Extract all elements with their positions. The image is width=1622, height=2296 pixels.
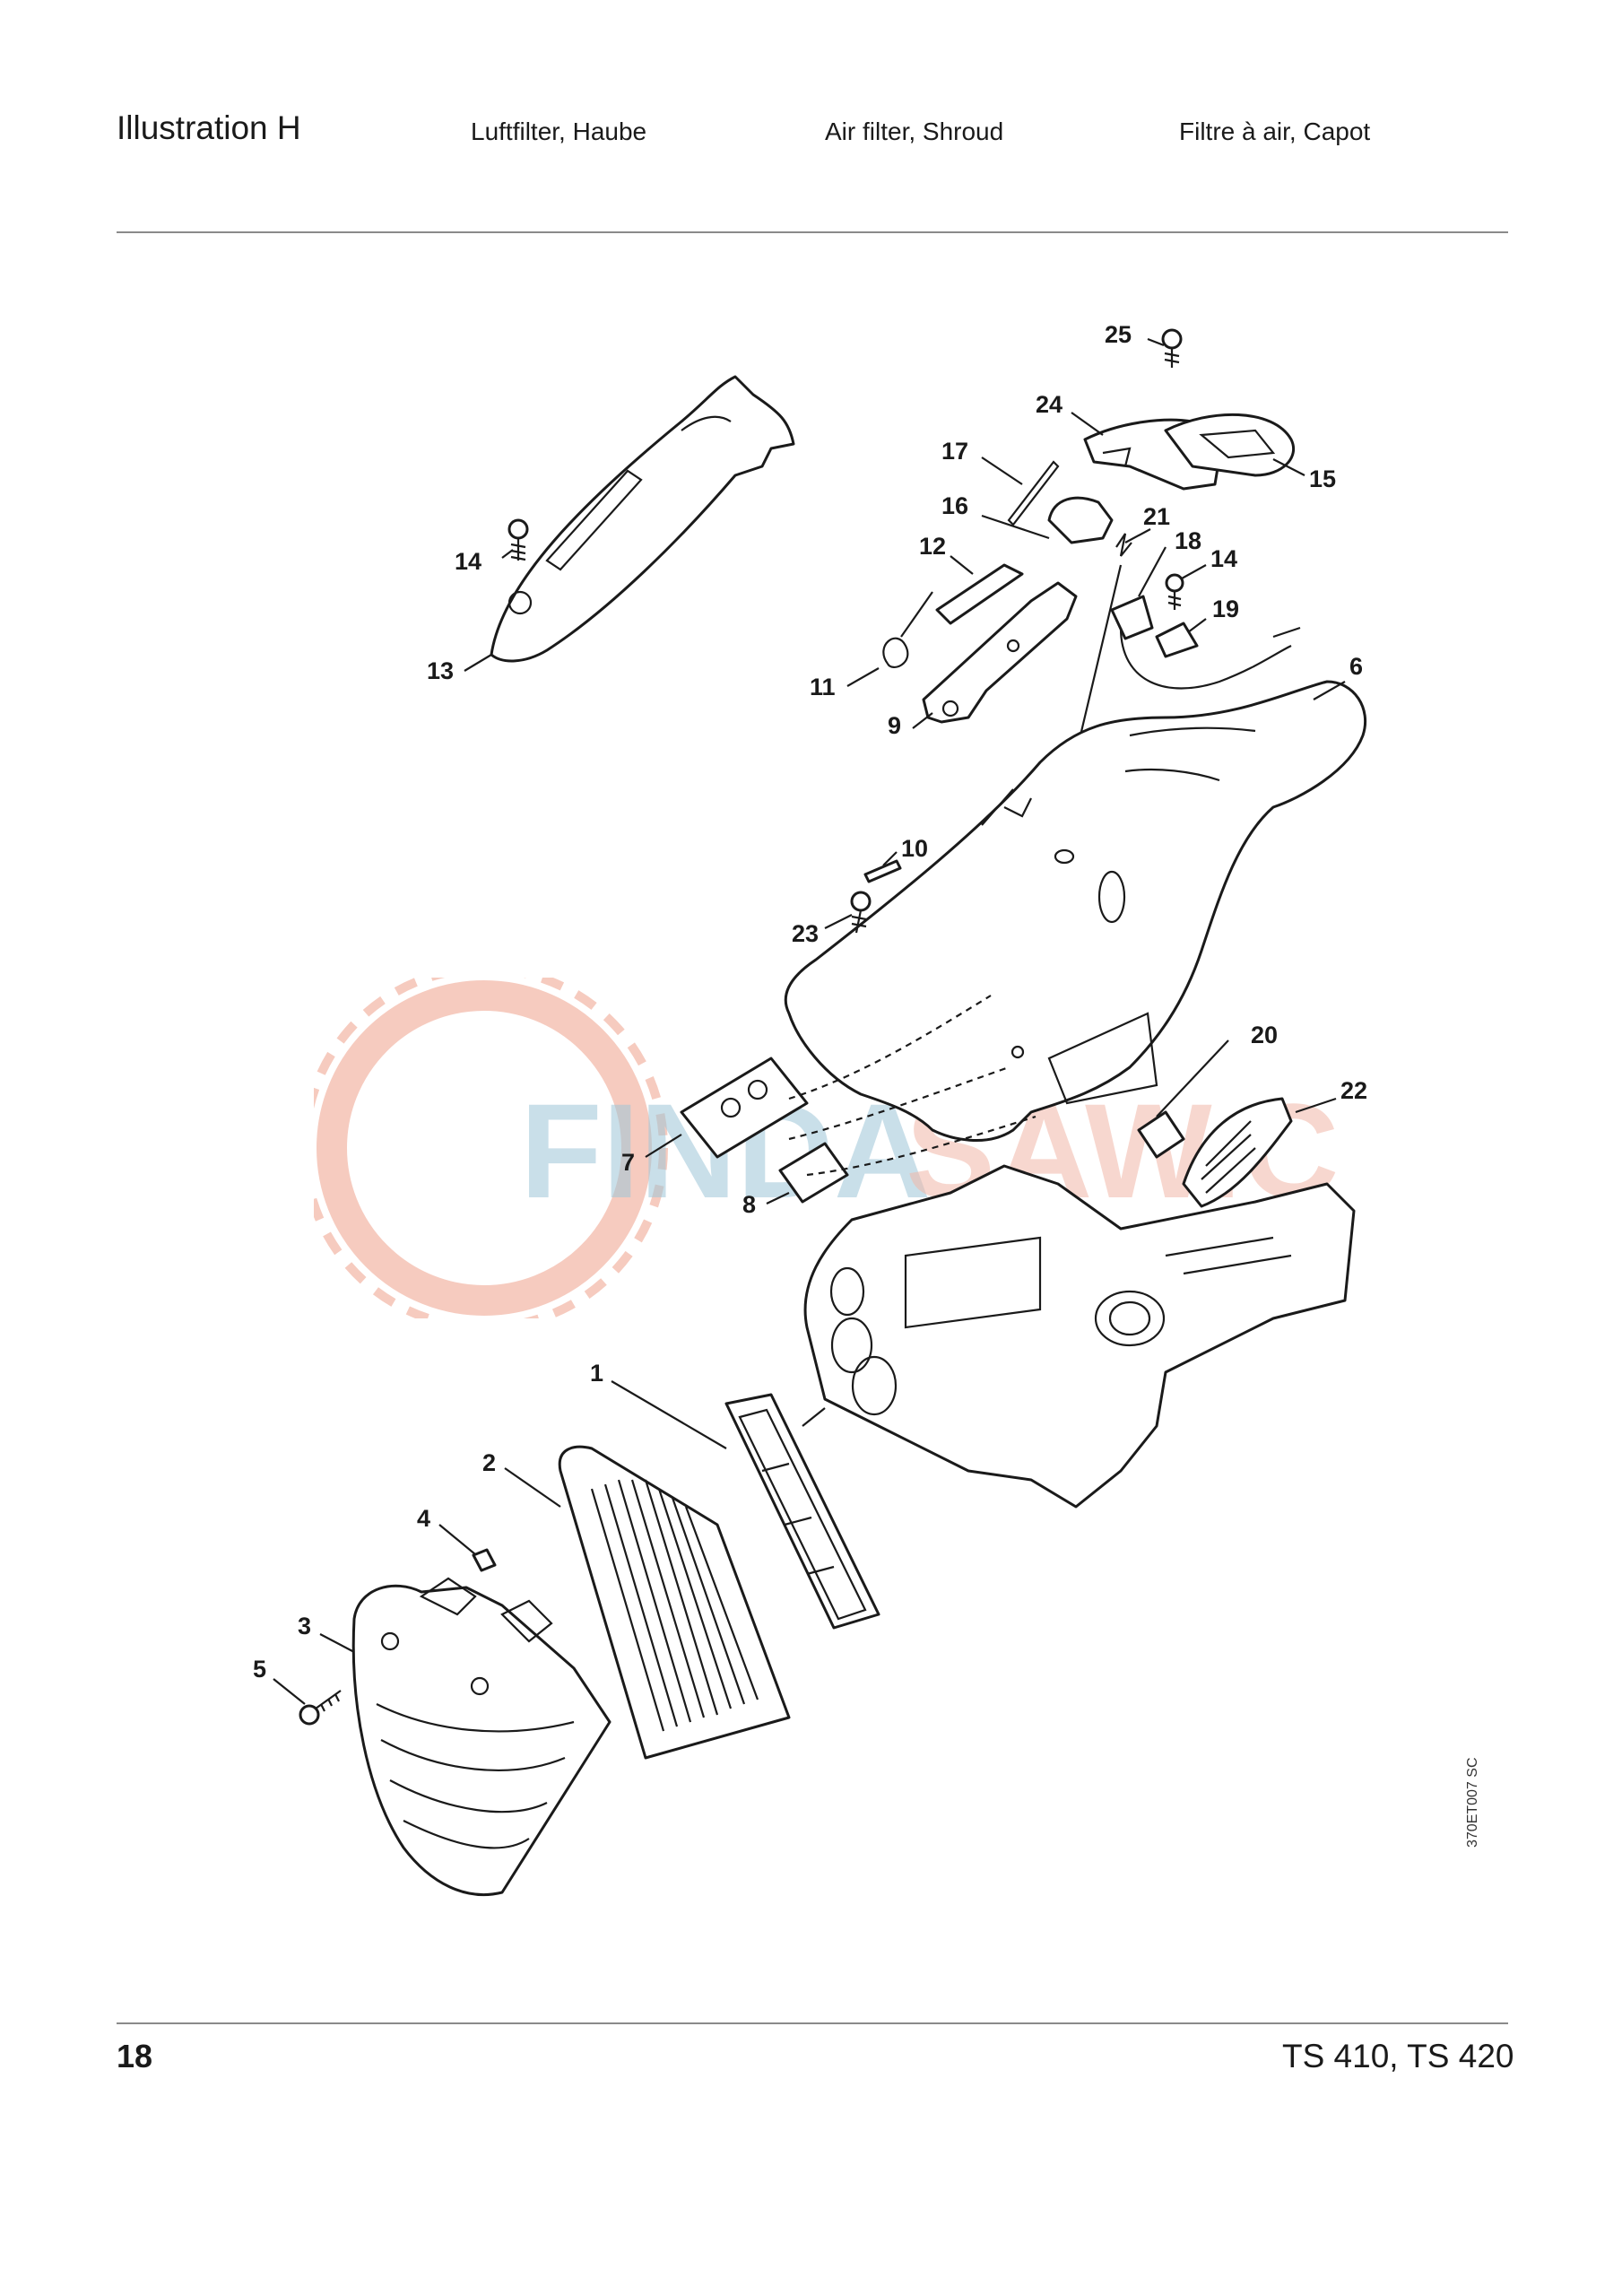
callout-2: 2 — [482, 1449, 496, 1476]
page-number: 18 — [117, 2038, 153, 2074]
callout-10: 10 — [901, 835, 928, 862]
callout-22: 22 — [1340, 1077, 1367, 1104]
callout-19: 19 — [1212, 596, 1239, 622]
part-screw-5 — [299, 1690, 342, 1726]
dashed-arrow-label-7b — [788, 1065, 1010, 1141]
callout-7: 7 — [621, 1149, 635, 1176]
part-screw-14-left — [507, 518, 529, 561]
callout-9: 9 — [888, 712, 901, 739]
callout-18: 18 — [1175, 527, 1201, 554]
callout-4: 4 — [417, 1505, 430, 1532]
title-french: Filtre à air, Capot — [1179, 117, 1371, 145]
drawing-code: 370ET007 SC — [1465, 1757, 1480, 1848]
title-german: Luftfilter, Haube — [471, 117, 647, 145]
part-screw-23 — [850, 891, 872, 934]
part-pin-10 — [863, 859, 902, 883]
part-label-7 — [680, 1057, 809, 1159]
part-rod-17 — [1007, 460, 1060, 526]
footer-divider — [117, 2022, 1508, 2024]
saw-blade-logo — [314, 978, 668, 1318]
part-lever-12 — [935, 563, 1024, 625]
title-english: Air filter, Shroud — [825, 117, 1004, 145]
part-shroud-6 — [784, 680, 1367, 1143]
part-housing — [803, 1164, 1356, 1509]
callout-11: 11 — [810, 674, 836, 700]
part-contact-19 — [1119, 622, 1301, 690]
callout-20: 20 — [1251, 1022, 1278, 1048]
callout-8: 8 — [742, 1191, 756, 1218]
dashed-arrow-label-7 — [788, 995, 992, 1100]
part-screw-25 — [1161, 328, 1183, 368]
part-flap-22 — [1182, 1097, 1293, 1208]
part-spring-11 — [882, 591, 933, 668]
page-title: Illustration H — [117, 109, 301, 146]
part-label-8 — [778, 1142, 849, 1204]
callout-14-left: 14 — [455, 548, 481, 575]
part-switch-18 — [1110, 595, 1154, 640]
header-divider — [117, 231, 1508, 233]
watermark: FINDA SAW.COM — [314, 978, 1336, 1318]
dashed-arrow-label-8 — [806, 1115, 1037, 1177]
part-sleeve-4 — [472, 1548, 497, 1572]
callout-24: 24 — [1036, 391, 1063, 418]
part-screw-14-right — [1165, 573, 1184, 610]
callout-14-right: 14 — [1210, 545, 1237, 572]
callout-5: 5 — [253, 1656, 266, 1683]
callout-12: 12 — [919, 533, 946, 560]
callout-1: 1 — [590, 1360, 603, 1387]
callout-23: 23 — [792, 920, 819, 947]
callout-21: 21 — [1143, 503, 1170, 530]
part-handle-cover — [490, 375, 795, 663]
callout-6: 6 — [1349, 653, 1363, 680]
callout-labels: 1 2 3 4 5 6 7 8 9 10 11 12 13 14 14 15 1… — [253, 321, 1367, 1683]
leader-lines — [273, 337, 1346, 1705]
callout-3: 3 — [298, 1613, 311, 1639]
part-filter-frame-1 — [724, 1393, 880, 1630]
part-trigger-9 — [922, 581, 1078, 724]
part-insert-20 — [1137, 1110, 1185, 1159]
part-filter-element-2 — [558, 1445, 791, 1760]
callout-17: 17 — [941, 438, 968, 465]
callout-25: 25 — [1105, 321, 1132, 348]
callout-15: 15 — [1309, 465, 1336, 492]
model-name: TS 410, TS 420 — [1282, 2038, 1514, 2074]
callout-13: 13 — [427, 657, 454, 684]
part-filter-cover-3 — [351, 1577, 612, 1897]
callout-16: 16 — [941, 492, 968, 519]
part-spring-21 — [1079, 533, 1132, 736]
part-lever-16 — [1047, 496, 1114, 544]
part-cap-15 — [1164, 413, 1295, 477]
